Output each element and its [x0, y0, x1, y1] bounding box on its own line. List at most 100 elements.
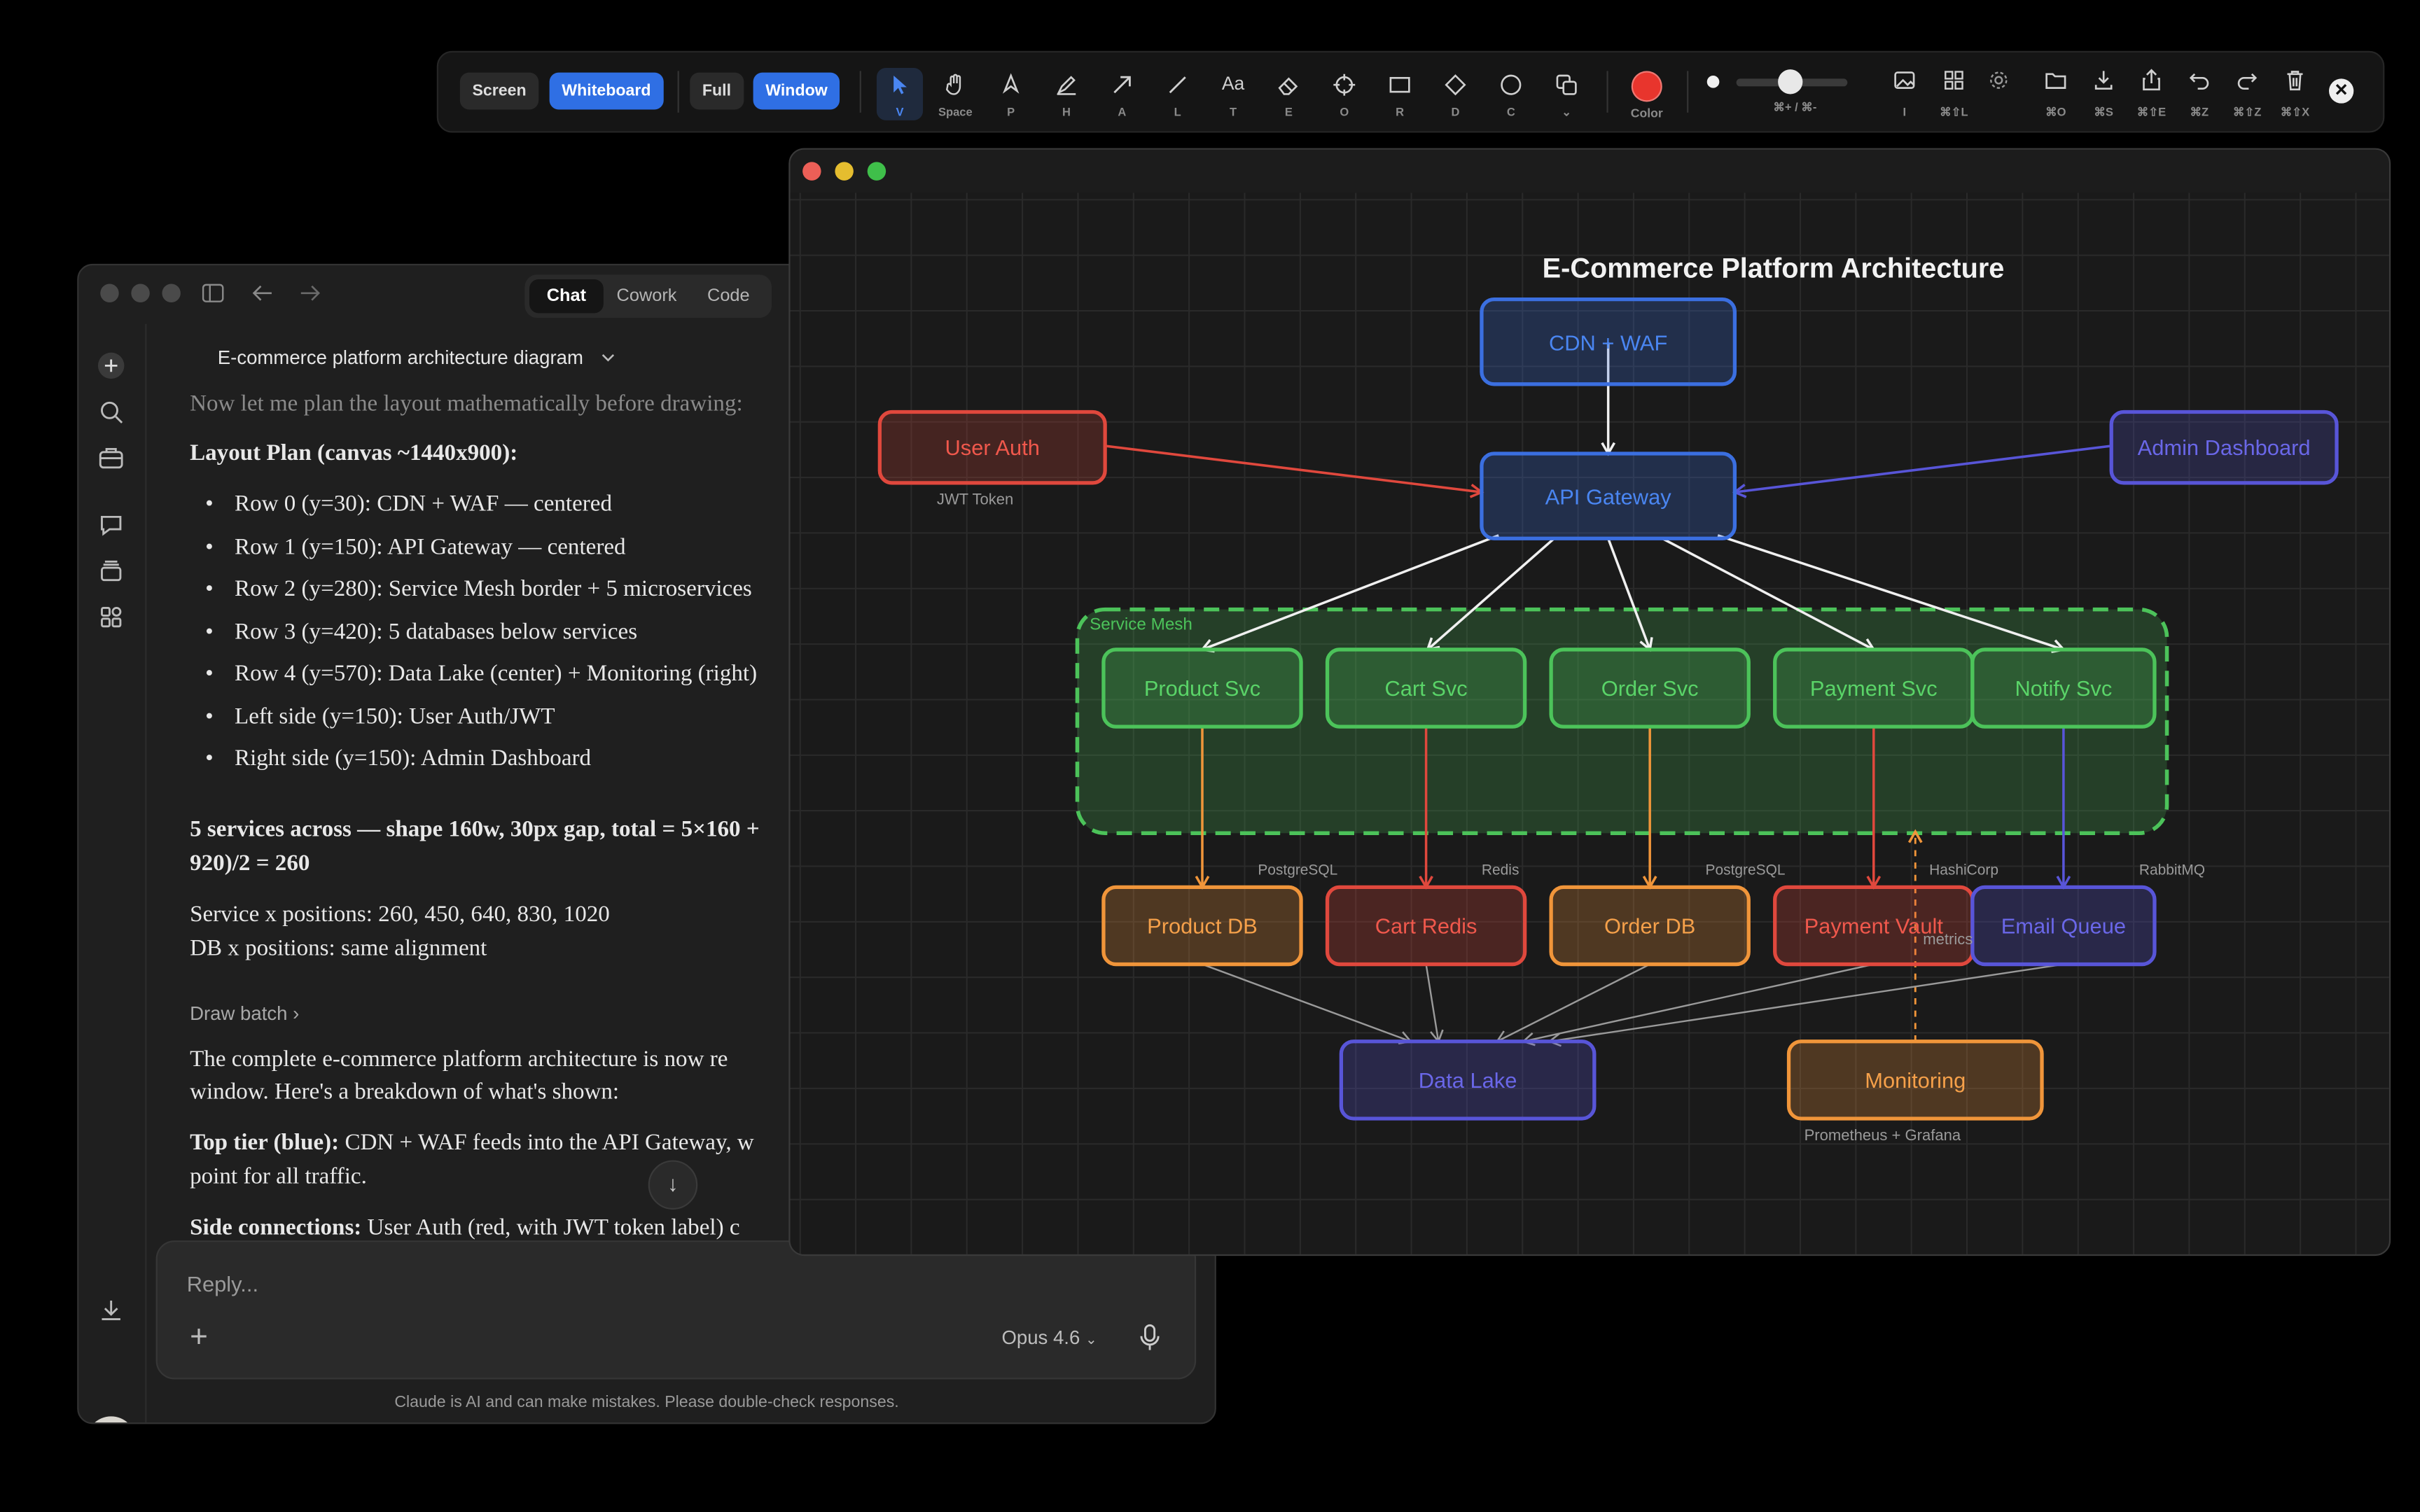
artifacts-icon[interactable]: [97, 603, 125, 631]
laser-tool[interactable]: O: [1321, 68, 1368, 120]
avatar[interactable]: AH: [86, 1416, 136, 1424]
download-action-button[interactable]: ⌘S: [2085, 68, 2122, 119]
calc-line-2: 920)/2 = 260: [190, 852, 310, 876]
window-minimize-light[interactable]: [131, 284, 149, 302]
select-tool[interactable]: V: [877, 68, 923, 120]
node-api-label: API Gateway: [1545, 485, 1672, 510]
edge-auth-api[interactable]: [1105, 446, 1482, 492]
redis-label: Redis: [1482, 862, 1520, 878]
pan-tool[interactable]: Space: [932, 68, 978, 120]
arrow-tool[interactable]: A: [1099, 68, 1145, 120]
node-product-svc[interactable]: Product Svc: [1104, 650, 1301, 727]
projects-icon[interactable]: [97, 557, 125, 585]
circle-tool[interactable]: C: [1488, 68, 1534, 120]
full-size-button[interactable]: Full: [690, 73, 743, 110]
undo-icon: [2187, 68, 2211, 92]
service-positions: Service x positions: 260, 450, 640, 830,…: [190, 899, 610, 933]
tab-cowork[interactable]: Cowork: [608, 279, 685, 313]
back-arrow-icon[interactable]: [251, 284, 273, 302]
node-notify-svc[interactable]: Notify Svc: [1973, 650, 2155, 727]
node-monitoring[interactable]: Monitoring: [1789, 1042, 2042, 1119]
bullet-dot: •: [205, 743, 214, 777]
node-api-gateway[interactable]: API Gateway: [1482, 454, 1734, 538]
chats-icon[interactable]: [97, 511, 125, 539]
node-payment-vault[interactable]: Payment Vault: [1775, 887, 1973, 964]
text-tool[interactable]: Aa T: [1210, 68, 1256, 120]
chevron-down-icon: ⌄: [1085, 1331, 1097, 1347]
edge-redis-lake[interactable]: [1426, 965, 1439, 1042]
undo-action-button[interactable]: ⌘Z: [2181, 68, 2218, 119]
node-admin-dashboard[interactable]: Admin Dashboard: [2111, 412, 2337, 482]
new-chat-icon[interactable]: [97, 352, 125, 380]
screen-mode-button[interactable]: Screen: [460, 73, 538, 110]
trash-action-button[interactable]: ⌘⇧X: [2276, 68, 2314, 119]
grid-action-button[interactable]: ⌘⇧L: [1935, 68, 1973, 119]
trash-icon: [2283, 68, 2307, 92]
node-cart-redis[interactable]: Cart Redis: [1328, 887, 1525, 964]
stroke-size-slider[interactable]: [1737, 78, 1848, 86]
conversation-title[interactable]: E-commerce platform architecture diagram: [218, 347, 616, 369]
line-tool[interactable]: L: [1155, 68, 1201, 120]
reply-input[interactable]: Reply...: [187, 1271, 258, 1296]
bullet-dot: •: [205, 659, 214, 692]
tab-code[interactable]: Code: [691, 279, 765, 313]
share-action-button[interactable]: ⌘⇧E: [2133, 68, 2170, 119]
diamond-tool[interactable]: D: [1432, 68, 1478, 120]
window-zoom-light[interactable]: [162, 284, 180, 302]
node-cdn[interactable]: CDN + WAF: [1482, 300, 1734, 384]
whiteboard-mode-button[interactable]: Whiteboard: [550, 73, 664, 110]
arrow-icon: [1110, 73, 1134, 97]
add-attachment-icon[interactable]: +: [190, 1322, 208, 1353]
more-shapes-tool[interactable]: ⌄: [1543, 68, 1590, 120]
node-data-lake[interactable]: Data Lake: [1341, 1042, 1594, 1119]
diagram-title: E-Commerce Platform Architecture: [1543, 253, 2005, 284]
tab-chat[interactable]: Chat: [529, 279, 604, 313]
folder-action-button[interactable]: ⌘O: [2037, 68, 2074, 119]
image-action-button[interactable]: I: [1886, 68, 1923, 119]
circle-icon: [1498, 73, 1523, 97]
rectangle-tool[interactable]: R: [1377, 68, 1423, 120]
hand-icon: [943, 73, 968, 97]
node-order-svc[interactable]: Order Svc: [1551, 650, 1748, 727]
toolbar-divider: [860, 71, 861, 113]
action-shortcut: ⌘O: [2037, 105, 2074, 119]
microphone-icon[interactable]: [1139, 1324, 1161, 1352]
eraser-icon: [1277, 73, 1301, 97]
node-product-db[interactable]: Product DB: [1104, 887, 1301, 964]
node-order-db[interactable]: Order DB: [1551, 887, 1748, 964]
redo-action-button[interactable]: ⌘⇧Z: [2229, 68, 2266, 119]
eraser-tool[interactable]: E: [1265, 68, 1312, 120]
window-size-button[interactable]: Window: [753, 73, 840, 110]
hashicorp-label: HashiCorp: [1929, 862, 1998, 878]
slider-knob[interactable]: [1777, 69, 1802, 94]
node-user-auth[interactable]: User Auth: [879, 412, 1105, 482]
node-payment-svc[interactable]: Payment Svc: [1775, 650, 1973, 727]
conversation-title-text: E-commerce platform architecture diagram: [218, 347, 583, 369]
bullet-dot: •: [205, 489, 214, 523]
folder-icon: [2043, 68, 2068, 92]
window-close-light[interactable]: [100, 284, 118, 302]
search-icon[interactable]: [97, 398, 125, 426]
reply-composer[interactable]: Reply... + Opus 4.6 ⌄: [156, 1240, 1197, 1379]
architecture-diagram[interactable]: E-Commerce Platform Architecture Service…: [790, 150, 2388, 1254]
node-cart-svc[interactable]: Cart Svc: [1328, 650, 1525, 727]
color-picker[interactable]: Color: [1616, 71, 1678, 120]
settings-action-button[interactable]: [1980, 68, 2017, 105]
edge-productdb-lake[interactable]: [1202, 965, 1411, 1042]
sidebar-toggle-icon[interactable]: [202, 284, 224, 302]
node-productdb-label: Product DB: [1147, 913, 1258, 938]
download-icon[interactable]: [97, 1296, 125, 1324]
model-selector[interactable]: Opus 4.6 ⌄: [1001, 1327, 1097, 1349]
briefcase-icon[interactable]: [97, 444, 125, 472]
close-whiteboard-button[interactable]: ✕: [2329, 78, 2353, 103]
draw-batch-toggle[interactable]: Draw batch ›: [190, 1000, 299, 1028]
node-cartredis-label: Cart Redis: [1375, 913, 1477, 938]
highlighter-tool[interactable]: H: [1043, 68, 1090, 120]
node-email-queue[interactable]: Email Queue: [1973, 887, 2155, 964]
node-cdn-label: CDN + WAF: [1549, 330, 1667, 355]
pen-tool[interactable]: P: [988, 68, 1034, 120]
scroll-to-bottom-button[interactable]: ↓: [648, 1160, 698, 1210]
edge-admin-api[interactable]: [1734, 446, 2111, 492]
edge-vault-lake[interactable]: [1523, 965, 1873, 1042]
forward-arrow-icon[interactable]: [300, 284, 321, 302]
